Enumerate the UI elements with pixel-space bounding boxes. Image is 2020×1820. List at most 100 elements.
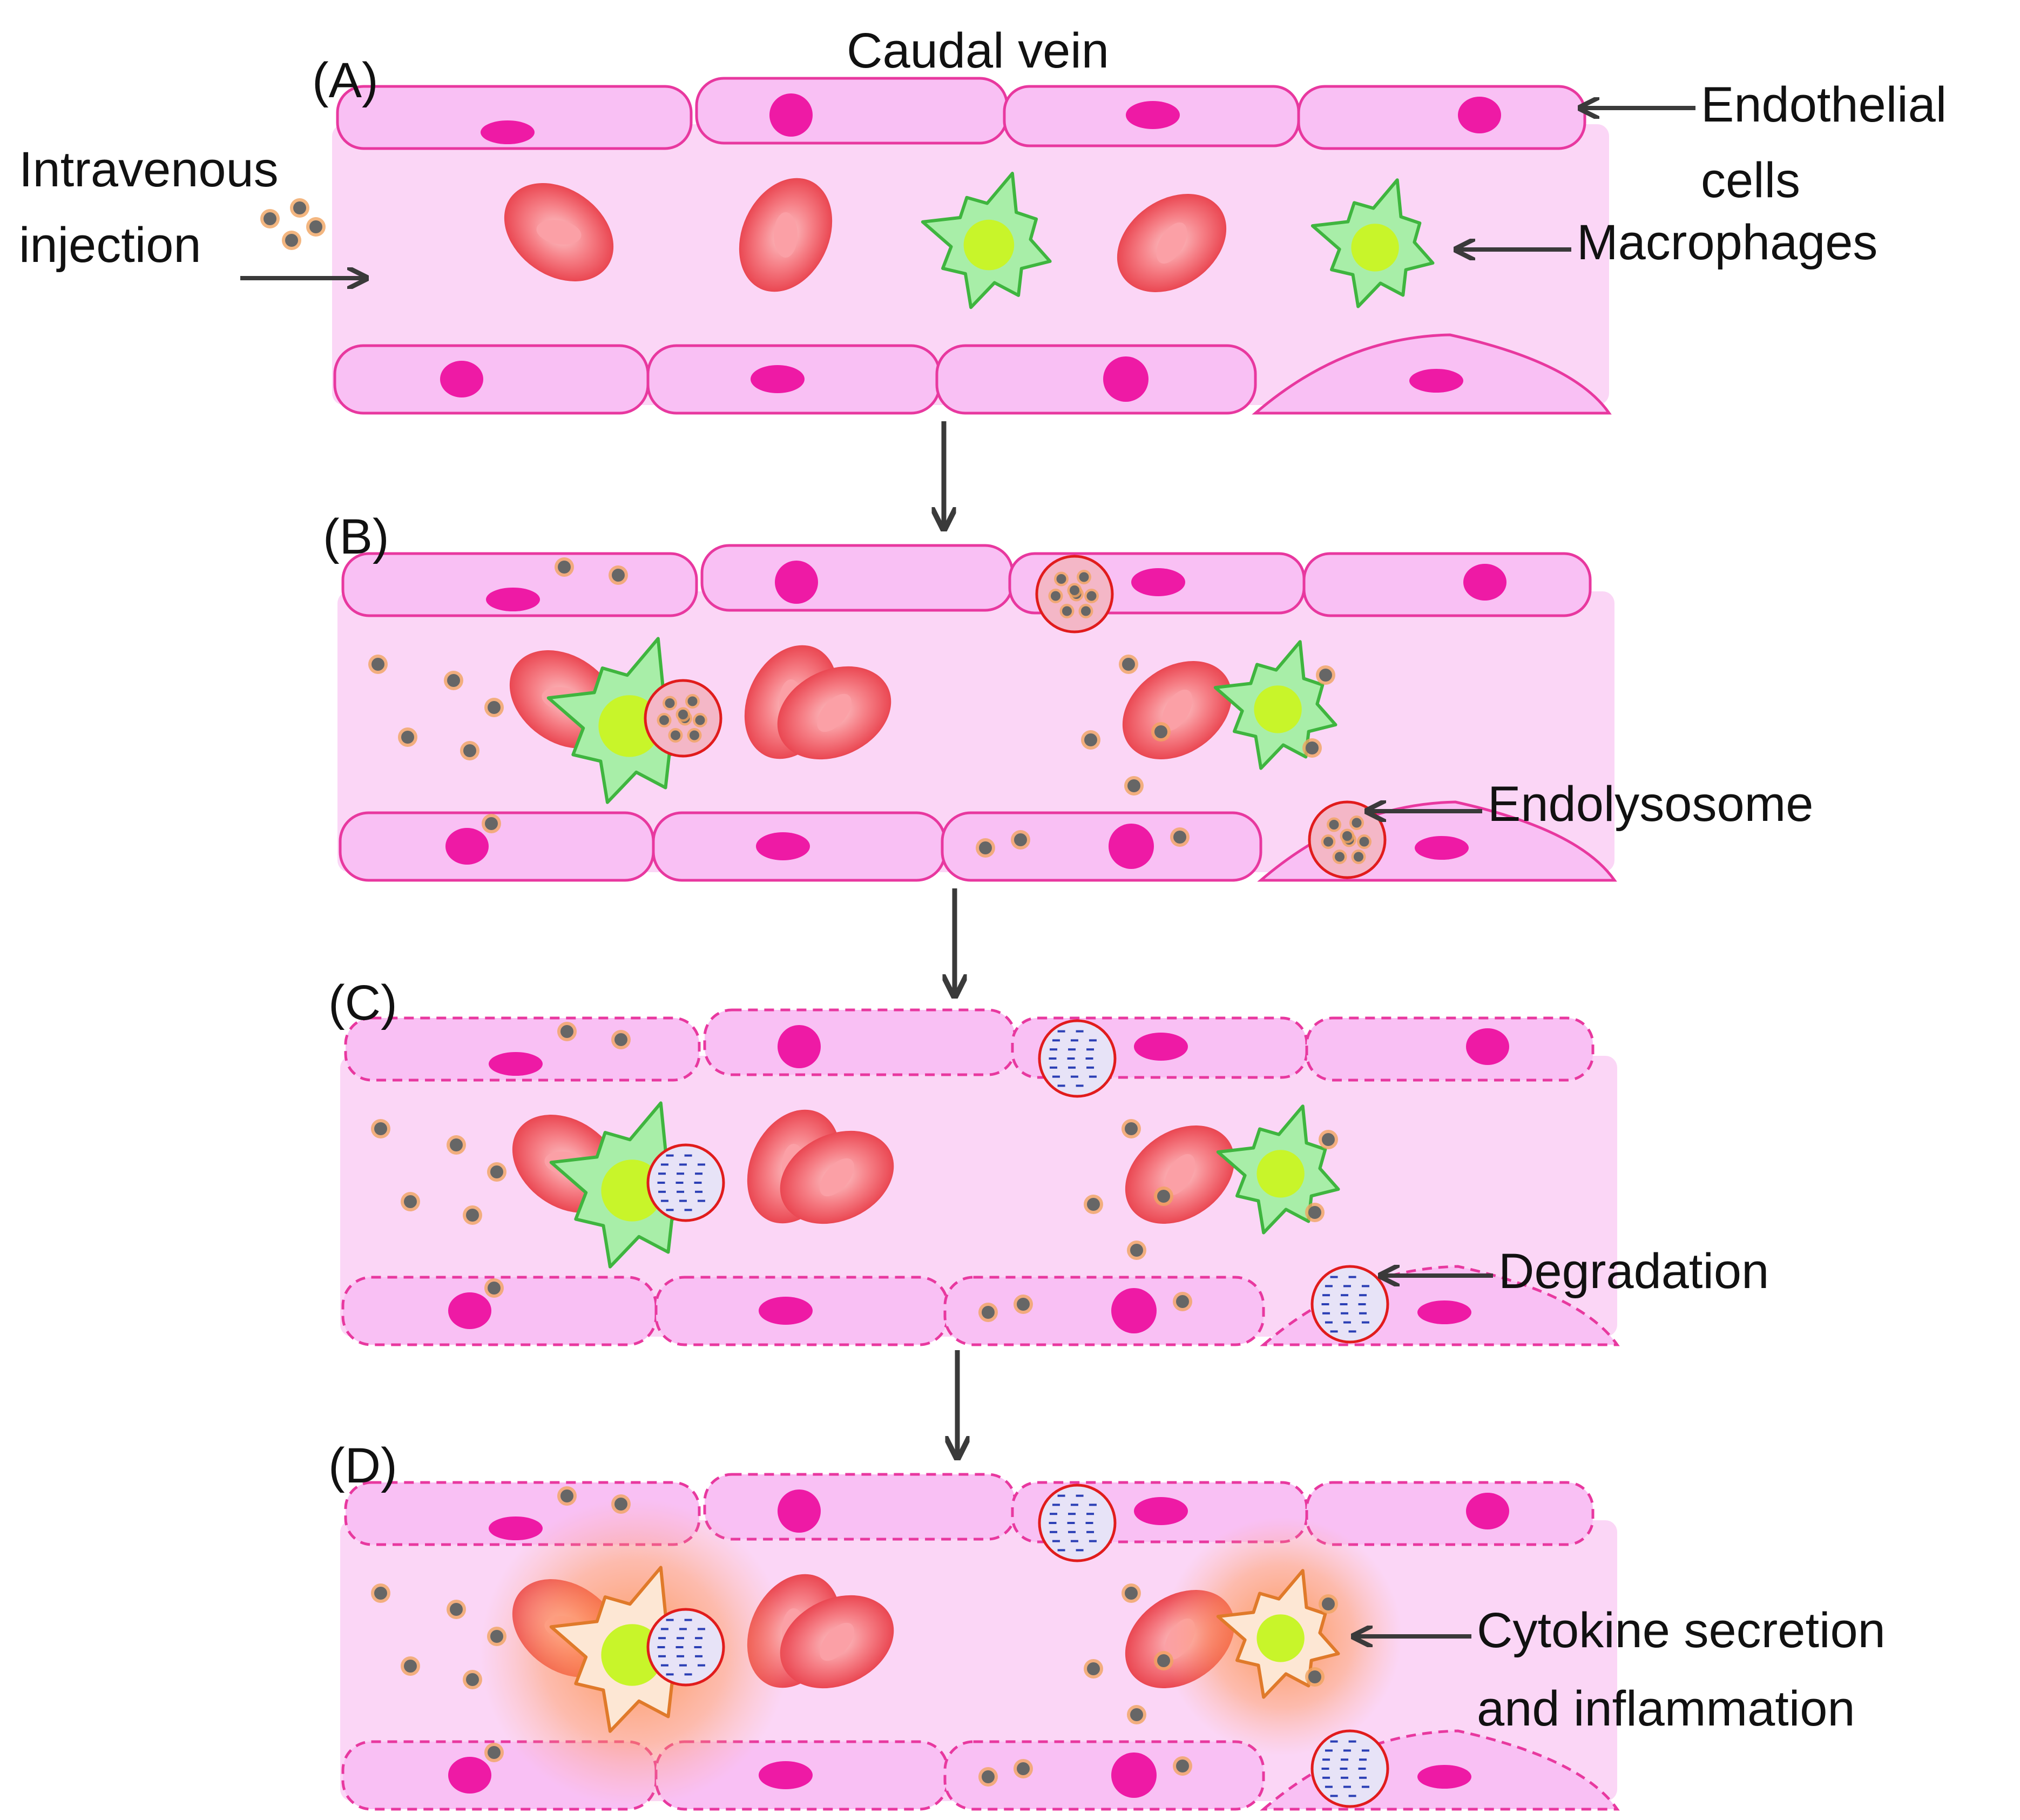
endothelial-nucleus — [775, 561, 818, 604]
endothelial-nucleus — [756, 832, 810, 860]
nanoparticle — [557, 1022, 577, 1041]
nanoparticle — [463, 1205, 482, 1225]
nanoparticle — [976, 838, 995, 858]
nanoparticle — [1014, 1295, 1033, 1314]
endothelial-nucleus — [445, 828, 489, 865]
vessel-panel-c — [340, 1008, 1620, 1346]
nanoparticle — [447, 1600, 466, 1619]
endothelial-nucleus — [1415, 836, 1469, 860]
red-blood-cell — [780, 1130, 894, 1224]
endothelial-cell — [1305, 1481, 1595, 1546]
injected-nanoparticles — [260, 198, 326, 250]
intravenous-injection-label-line1: Intravenous — [19, 142, 279, 197]
red-blood-cell — [739, 178, 833, 292]
nanoparticle — [1067, 583, 1082, 598]
nanoparticle — [663, 696, 677, 711]
nanoparticle — [1154, 1651, 1173, 1670]
panel-label-a: (A) — [312, 53, 379, 108]
nanoparticle — [260, 209, 280, 228]
nanoparticle — [1127, 1705, 1146, 1724]
endothelial-nucleus — [481, 120, 535, 144]
nanoparticle — [398, 727, 417, 747]
vessel-panel-b — [337, 544, 1617, 882]
nanoparticle — [1011, 830, 1030, 850]
nanoparticle — [1351, 850, 1366, 864]
nanoparticle — [1173, 1292, 1192, 1311]
macrophage — [1213, 640, 1337, 770]
red-blood-cell — [777, 666, 891, 760]
degradation-label: Degradation — [1498, 1244, 1769, 1299]
vessel-panel-d — [340, 1473, 1620, 1811]
nanoparticle — [1319, 1594, 1338, 1614]
endothelial-nucleus — [1417, 1765, 1471, 1789]
endothelial-nucleus — [759, 1761, 813, 1789]
endothelial-cell — [1297, 85, 1586, 150]
nanoparticle — [1081, 730, 1100, 750]
nanoparticle — [484, 1278, 504, 1298]
nanoparticle — [1305, 1667, 1325, 1687]
degrading-endolysosome — [1310, 1729, 1389, 1808]
endothelial-cell — [646, 344, 941, 415]
nanoparticle — [484, 698, 504, 717]
endothelial-cell — [1003, 85, 1300, 147]
endolysosome — [1035, 555, 1114, 633]
panel-label-b: (B) — [323, 509, 389, 564]
nanoparticle — [555, 557, 574, 577]
endothelial-cell — [652, 811, 947, 882]
cytokine-label-line2: and inflammation — [1477, 1681, 1855, 1736]
nanoparticle — [1321, 834, 1336, 849]
nanoparticle — [1122, 1583, 1141, 1603]
nanoparticle — [368, 655, 388, 674]
endothelial-nucleus — [1458, 97, 1501, 133]
nanoparticle — [978, 1767, 998, 1787]
degrading-endolysosome — [1038, 1484, 1117, 1562]
macrophages-label: Macrophages — [1577, 215, 1877, 270]
nanoparticle — [1048, 589, 1063, 603]
nanoparticle — [444, 671, 463, 690]
nanoparticle — [1349, 815, 1364, 830]
endothelial-cell — [703, 1008, 1017, 1076]
nanoparticle — [460, 741, 479, 760]
endothelial-cells-label-line2: cells — [1701, 153, 1800, 208]
endothelial-nucleus — [1109, 824, 1154, 869]
endothelial-nucleus — [778, 1025, 821, 1068]
endothelial-nucleus — [778, 1489, 821, 1533]
nanoparticle — [609, 565, 628, 585]
endothelial-cell — [341, 1276, 658, 1346]
endothelial-cell — [1302, 552, 1592, 617]
nanoparticle — [1059, 604, 1075, 618]
nanoparticle — [1170, 827, 1190, 847]
endothelial-cell — [341, 552, 698, 617]
nanoparticle — [1173, 1756, 1192, 1776]
endothelial-cell — [1305, 1016, 1595, 1082]
endothelial-nucleus — [1134, 1497, 1188, 1525]
endothelial-nucleus — [1466, 1493, 1509, 1529]
nanoparticle — [1327, 817, 1341, 832]
red-blood-cell — [1122, 661, 1232, 759]
endothelial-cell — [339, 811, 655, 882]
degrading-endolysosome — [646, 1143, 725, 1222]
nanoparticle — [1122, 1119, 1141, 1138]
nanoparticle — [978, 1303, 998, 1322]
endothelial-cells-label-line1: Endothelial — [1701, 77, 1947, 132]
nanoparticle — [306, 217, 326, 237]
endolysosome-label: Endolysosome — [1488, 777, 1813, 832]
endothelial-nucleus — [1111, 1752, 1157, 1798]
intravenous-injection-label-line2: injection — [19, 218, 201, 273]
endothelial-cell — [344, 1016, 701, 1082]
nanoparticle — [1078, 604, 1093, 618]
degrading-endolysosome — [646, 1608, 725, 1687]
caudal-vein-label: Caudal vein — [847, 23, 1109, 78]
nanoparticle — [1054, 571, 1069, 587]
endothelial-nucleus — [489, 1052, 543, 1076]
nanoparticle — [401, 1656, 420, 1676]
nanoparticle — [1124, 776, 1144, 796]
degrading-endolysosome — [1310, 1265, 1389, 1344]
nanoparticle — [282, 231, 301, 250]
macrophage — [1216, 1104, 1340, 1235]
nanoparticle — [557, 1486, 577, 1506]
nanoparticle — [1127, 1241, 1146, 1260]
nanoparticle — [611, 1030, 631, 1049]
nanoparticle — [482, 814, 501, 833]
endothelial-cell — [654, 1276, 949, 1346]
